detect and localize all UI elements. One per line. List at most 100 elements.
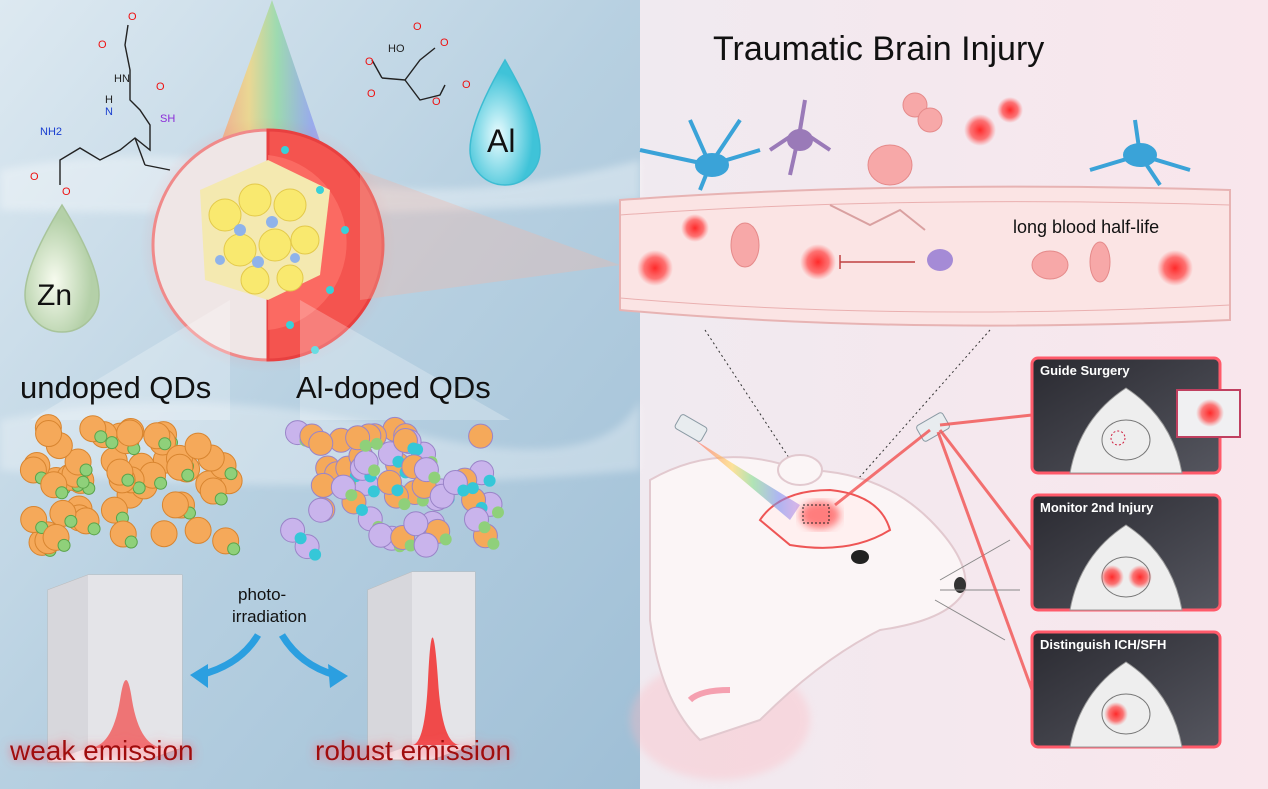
svg-text:O: O [367,88,376,100]
robust-emission-spectrum [367,571,476,761]
lesion-outline [1110,430,1126,446]
macrophage [927,249,953,271]
qd-particle [79,463,93,477]
al-doped-qd-cluster [280,416,504,561]
laser-lines [834,413,1034,691]
al-dopant [392,455,405,468]
al-dopant [294,532,307,545]
mouse-head [1069,524,1183,611]
red-blood-cells [730,92,1111,283]
arrow-right [278,633,337,679]
process-label-line1: photo- [238,585,286,604]
robust-emission-label: robust emission [315,735,511,766]
weak-emission-label: weak emission [9,735,194,766]
fluorescence-spot [1100,565,1124,589]
al-dopant [309,548,322,561]
citrate-structure [371,47,446,101]
quantum-dot-sphere [140,117,396,373]
qd-particle [105,436,119,450]
qd-particle [404,539,417,552]
excitation-beam [695,440,800,520]
qd-particle [116,419,144,447]
neuron-cells [639,99,1191,191]
svg-text:O: O [440,37,449,49]
arrow-right-head [328,664,348,688]
qd-particle [64,514,78,528]
panel-title: Monitor 2nd Injury [1040,500,1154,515]
qd-particle [57,538,71,552]
svg-text:O: O [128,11,137,23]
qd-particle [35,420,63,448]
al-dopant [457,484,470,497]
svg-text:SH: SH [160,113,175,125]
mouse-illustration [630,454,1020,780]
qd-particle [76,475,90,489]
svg-text:O: O [98,39,107,51]
svg-text:O: O [156,81,165,93]
qd-particle [428,471,441,484]
qd-particle [227,542,241,556]
qd-particle [161,491,189,519]
svg-text:O: O [30,171,39,183]
qd-particle [370,437,383,450]
al-drop: Al [469,58,541,186]
imaging-panel: Distinguish ICH/SFH [1030,630,1222,749]
zn-drop: Zn [24,203,100,333]
al-dopant [466,482,479,495]
fluorescence-spot [1196,399,1224,427]
al-dopant [483,474,496,487]
imaging-panel: Monitor 2nd Injury [1030,493,1222,612]
brain-outline [1101,693,1151,735]
vessel-label: long blood half-life [1013,217,1159,237]
qd-particle [121,473,135,487]
qd-particle [184,432,212,460]
al-dopant [391,484,404,497]
svg-text:O: O [62,186,71,198]
al-doped-qds-label: Al-doped QDs [296,370,491,405]
projection-cone [30,300,230,420]
al-drop-label: Al [487,123,515,159]
projection-cone [360,170,620,300]
imaging-panel: Guide Surgery [1030,356,1241,475]
mouse-head [1069,387,1183,474]
qd-particle [132,481,146,495]
qd-particle [368,522,394,548]
light-source-icon [674,414,708,442]
panel-title: Guide Surgery [1040,363,1130,378]
zn-drop-label: Zn [37,279,72,312]
qd-particle [439,533,452,546]
qd-particle [124,535,138,549]
svg-text:H: H [105,94,113,106]
qd-particle [308,497,334,523]
svg-text:N: N [105,106,113,118]
svg-text:O: O [462,79,471,91]
blood-vessel [619,185,1231,327]
qd-particle [87,522,101,536]
qd-particle [403,511,429,537]
weak-emission-spectrum [47,574,183,763]
qd-particle [468,423,494,449]
qd-particle [214,492,228,506]
svg-text:O: O [432,96,441,108]
qd-particle [413,532,439,558]
svg-text:O: O [365,56,374,68]
undoped-qd-cluster [19,414,243,557]
svg-text:HN: HN [114,73,130,85]
svg-text:HO: HO [388,43,405,55]
glutathione-labels: O O HN O N H SH NH2 O O [30,11,175,198]
projection-cone [300,300,510,420]
brain-outline [1101,419,1151,461]
svg-text:NH2: NH2 [40,126,62,138]
qd-particle [55,486,69,500]
qd-particle [491,506,504,519]
page-title: Traumatic Brain Injury [713,30,1044,68]
qd-particle [308,430,334,456]
qd-particle [181,468,195,482]
qd-particle [154,476,168,490]
qd-particle [398,498,411,511]
process-label-line2: irradiation [232,607,307,626]
fluorescence-spot [1104,702,1128,726]
citrate-labels: HO O O O O O O [365,21,471,108]
qd-particle [150,520,178,548]
